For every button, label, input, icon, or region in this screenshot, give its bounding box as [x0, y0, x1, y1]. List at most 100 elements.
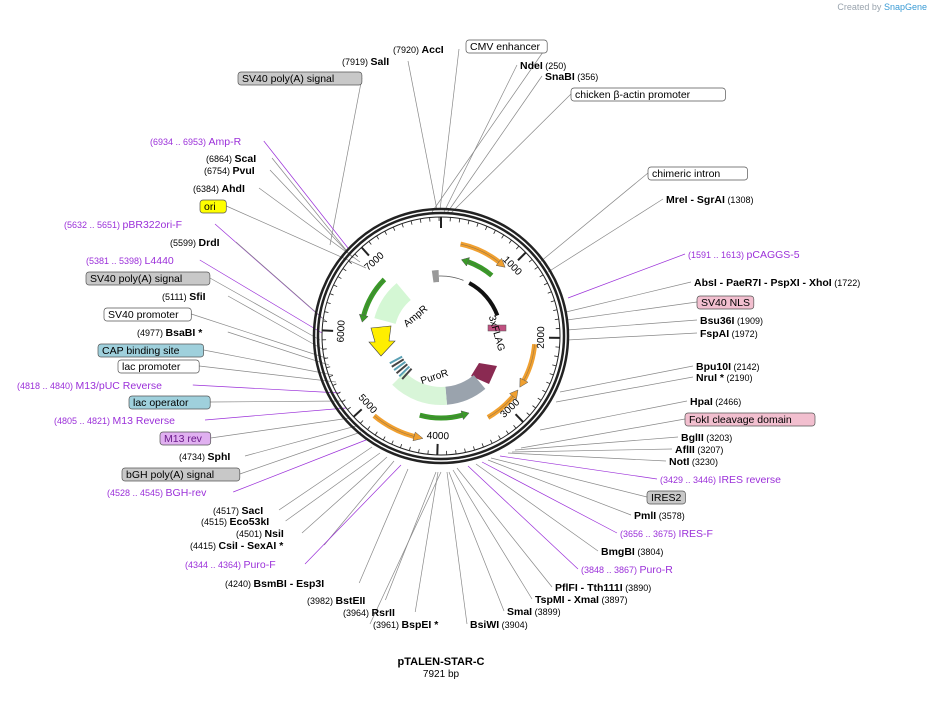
map-label: SV40 poly(A) signal [237, 71, 363, 86]
lac-stripe [398, 365, 411, 378]
label-text: (3964) RsrII [343, 607, 395, 619]
ruler-tick [546, 381, 551, 385]
ruler-tick [528, 259, 533, 263]
puror-arrow [392, 371, 486, 405]
leader-line [475, 463, 599, 552]
map-label: (4818 .. 4840) M13/pUC Reverse [17, 380, 162, 392]
leader-line [566, 332, 698, 341]
leader-line [507, 452, 667, 462]
ruler-tick [401, 223, 404, 228]
map-label: FokI cleavage domain [684, 412, 816, 427]
label-text: (4415) CsiI - SexAI * [190, 540, 284, 552]
leader-line [456, 467, 553, 588]
leader-line [520, 418, 686, 449]
leader-line [448, 471, 505, 612]
ruler-tick [329, 293, 334, 296]
label-text: (1591 .. 1613) pCAGGS-5 [688, 249, 800, 261]
orange-feature-arc [486, 389, 519, 420]
map-label: MreI - SgrAI (1308) [666, 194, 753, 206]
ruler-tick [333, 284, 338, 288]
ruler-tick [326, 302, 331, 305]
ruler-tick [485, 226, 488, 231]
label-text: (5599) DrdI [170, 237, 220, 249]
ruler-tick [498, 435, 501, 440]
label-text: lac operator [133, 397, 189, 409]
leader-line [487, 459, 632, 516]
lac-stripe [393, 361, 406, 371]
ruler-tick [501, 234, 505, 239]
ruler-tick [550, 300, 555, 303]
plasmid-size: 7921 bp [422, 669, 460, 680]
ruler-tick [336, 391, 341, 395]
leader-line [358, 468, 409, 584]
map-label: (3429 .. 3446) IRES reverse [660, 474, 781, 486]
leader-line [271, 157, 351, 256]
label-text: (7919) SalI [342, 56, 389, 68]
label-text: (4240) BsmBI - Esp3I [225, 578, 324, 590]
map-label: SV40 poly(A) signal [85, 271, 211, 286]
map-label: (5381 .. 5398) L4440 [86, 255, 174, 267]
label-text: AbsI - PaeR7I - PspXI - XhoI (1722) [694, 277, 860, 289]
leader-line [407, 60, 438, 211]
feature-label-ampr: AmpR [402, 303, 430, 329]
label-text: SnaBI (356) [545, 71, 598, 83]
label-text: CMV enhancer [470, 41, 541, 53]
label-text: (5381 .. 5398) L4440 [86, 255, 174, 267]
ruler-tick [419, 218, 422, 223]
map-label: M13 rev [159, 431, 212, 446]
ampr-arrow [374, 283, 412, 325]
ruler-tick [418, 448, 420, 453]
label-text: NruI * (2190) [696, 372, 753, 384]
leader-line [323, 460, 395, 546]
leader-line [547, 198, 664, 273]
map-label: (3961) BspEI * [373, 619, 439, 631]
map-label: Bpu10I (2142) [696, 361, 760, 373]
label-text: SV40 NLS [701, 297, 750, 309]
orange-feature-arc [519, 343, 538, 388]
leader-lines [191, 45, 698, 625]
ruler-tick [410, 220, 413, 225]
ruler-tick [391, 440, 394, 445]
map-label: (4240) BsmBI - Esp3I [225, 578, 324, 590]
map-label: chimeric intron [647, 166, 748, 181]
ruler-ticks [322, 217, 561, 455]
label-text: chicken β-actin promoter [575, 89, 691, 101]
map-label: (4344 .. 4364) Puro-F [185, 559, 276, 571]
map-label: Bsu36I (1909) [700, 315, 763, 327]
map-label: (7919) SalI [342, 56, 389, 68]
leader-line [414, 471, 439, 613]
label-text: (6934 .. 6953) Amp-R [150, 136, 242, 148]
snapgene-brand: SnapGene [883, 2, 927, 12]
ruler-tick [547, 291, 552, 294]
ruler-tick [326, 366, 331, 369]
map-label: NdeI (250) [520, 60, 566, 72]
leader-line [204, 407, 347, 421]
ruler-tick [374, 431, 378, 436]
leader-line [235, 241, 328, 323]
green-feature-arc [461, 257, 494, 278]
ruler-tick [513, 424, 517, 429]
ruler-tick [539, 274, 544, 278]
leader-line [258, 187, 361, 263]
map-label: SV40 NLS [696, 295, 755, 310]
ruler-tick [481, 443, 484, 448]
label-text: (3961) BspEI * [373, 619, 439, 631]
green-feature-arc [358, 277, 387, 323]
map-label: NruI * (2190) [696, 372, 753, 384]
leader-line [481, 461, 618, 534]
ruler-tick [537, 397, 542, 401]
ruler-tick [515, 245, 520, 250]
leader-line [452, 469, 533, 600]
lac-stripe [395, 363, 408, 375]
ruler-tick [360, 246, 370, 257]
map-label: AflII (3207) [675, 444, 723, 456]
ruler-tick [324, 311, 329, 313]
map-label: (6754) PvuI [204, 165, 255, 177]
leader-line [210, 400, 345, 403]
leader-line [514, 436, 679, 451]
label-text: BsiWI (3904) [470, 619, 528, 631]
map-label: (4515) Eco53kI [201, 516, 269, 528]
leader-line [191, 313, 327, 359]
map-label: HpaI (2466) [690, 396, 741, 408]
label-text: SV40 poly(A) signal [242, 73, 334, 85]
